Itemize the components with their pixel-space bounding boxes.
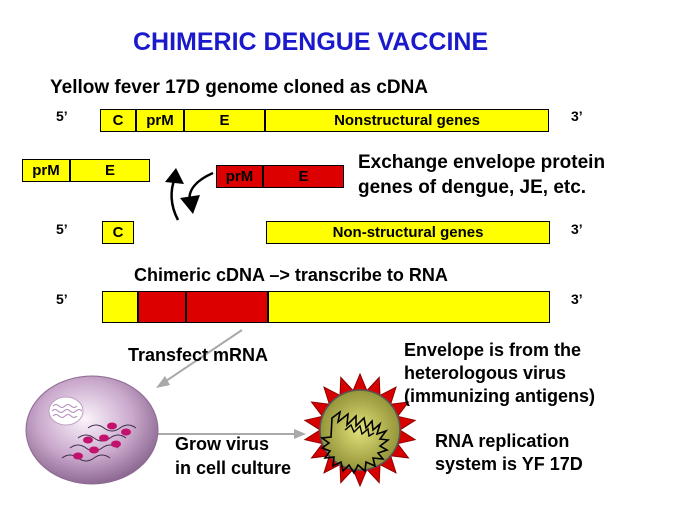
yf-genome-bar: C prM E Nonstructural genes bbox=[100, 109, 549, 132]
segment-e: E bbox=[183, 110, 264, 131]
grow-line2: in cell culture bbox=[175, 458, 292, 478]
yf-envelope-fragment: prM E bbox=[22, 159, 150, 182]
fragment-prm: prM bbox=[23, 160, 69, 181]
c-gene-box: C bbox=[102, 221, 134, 244]
exchange-text-line2: genes of dengue, JE, etc. bbox=[358, 177, 587, 198]
replication-line2: system is YF 17D bbox=[435, 454, 583, 474]
replication-line1: RNA replication bbox=[435, 431, 570, 451]
envelope-line3: (immunizing antigens) bbox=[404, 386, 595, 406]
chimeric-heading: Chimeric cDNA –> transcribe to RNA bbox=[134, 265, 448, 285]
three-prime-label-3: 3’ bbox=[571, 291, 583, 307]
envelope-line2: heterologous virus bbox=[404, 363, 567, 383]
transfect-arrow bbox=[156, 329, 243, 388]
segment-c: C bbox=[101, 110, 135, 131]
virus-illustration bbox=[303, 372, 417, 488]
transfect-label: Transfect mRNA bbox=[128, 345, 269, 365]
c-gene-label: C bbox=[103, 222, 133, 243]
dengue-envelope-fragment: prM E bbox=[216, 165, 344, 188]
chimeric-e-segment bbox=[185, 292, 267, 322]
genome-heading: Yellow fever 17D genome cloned as cDNA bbox=[50, 77, 429, 98]
chimeric-prm-segment bbox=[137, 292, 185, 322]
five-prime-label: 5’ bbox=[56, 108, 68, 124]
grow-arrow bbox=[158, 429, 306, 439]
segment-nonstructural: Nonstructural genes bbox=[264, 110, 548, 131]
exchange-text-line1: Exchange envelope protein bbox=[358, 152, 606, 173]
five-prime-label-2: 5’ bbox=[56, 221, 68, 237]
segment-prm: prM bbox=[135, 110, 183, 131]
nonstructural-label: Non-structural genes bbox=[267, 222, 549, 243]
nonstructural-box: Non-structural genes bbox=[266, 221, 550, 244]
five-prime-label-3: 5’ bbox=[56, 291, 68, 307]
slide-title: CHIMERIC DENGUE VACCINE bbox=[133, 28, 489, 56]
cell-illustration bbox=[25, 375, 159, 485]
grow-line1: Grow virus bbox=[175, 434, 270, 454]
chimeric-cdna-bar bbox=[102, 291, 550, 323]
swap-arrows bbox=[165, 168, 214, 221]
dengue-prm: prM bbox=[217, 166, 262, 187]
envelope-line1: Envelope is from the bbox=[404, 340, 582, 360]
chimeric-ns-segment bbox=[267, 292, 549, 322]
chimeric-c-segment bbox=[103, 292, 137, 322]
three-prime-label: 3’ bbox=[571, 108, 583, 124]
dengue-e: E bbox=[262, 166, 343, 187]
three-prime-label-2: 3’ bbox=[571, 221, 583, 237]
fragment-e: E bbox=[69, 160, 149, 181]
